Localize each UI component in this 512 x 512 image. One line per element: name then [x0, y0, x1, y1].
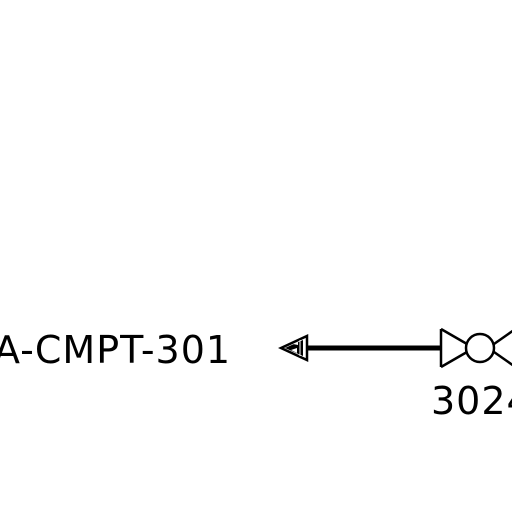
flow-arrow-icon: [278, 334, 309, 362]
line-label: A-CMPT-301: [0, 328, 231, 372]
valve-tag: 3024: [431, 379, 512, 423]
gate-valve-icon: [439, 327, 512, 369]
